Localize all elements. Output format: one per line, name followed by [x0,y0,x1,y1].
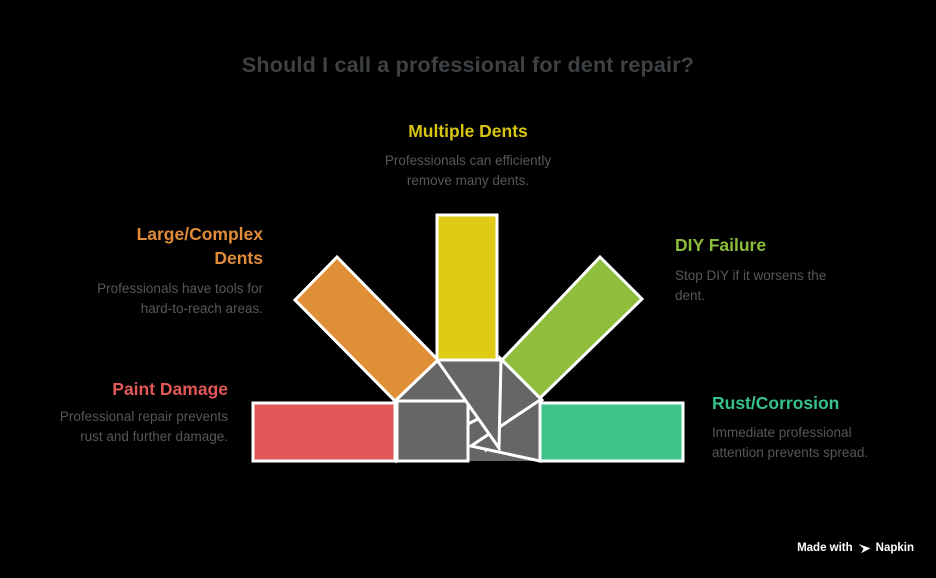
watermark-brand-label: Napkin [875,542,914,554]
watermark-made-with-label: Made with [797,542,853,554]
heading-paint-damage: Paint Damage [112,379,228,399]
page-title: Should I call a professional for dent re… [241,53,695,77]
heading-multiple-dents: Multiple Dents [408,121,528,141]
heading-rust-corrosion: Rust/Corrosion [712,393,840,413]
description-diy-failure: Stop DIY if it worsens the dent. [675,268,827,303]
description-large-complex-dents: Professionals have tools for hard-to-rea… [97,281,263,316]
arrow-tail-large-complex [292,254,441,404]
napkin-logo-icon [858,543,871,554]
arrow-tail-diy-failure [499,254,645,401]
description-paint-damage: Professional repair prevents rust and fu… [59,409,228,444]
description-multiple-dents: Professionals can efficiently remove man… [384,153,552,188]
arrow-tail-paint-damage [251,401,397,463]
heading-diy-failure: DIY Failure [675,235,767,255]
arrow-tail-multiple-dents [435,213,499,362]
napkin-watermark[interactable]: Made with Napkin [797,542,914,554]
description-rust-corrosion: Immediate professional attention prevent… [712,425,869,460]
center-gray-square [395,399,470,463]
heading-large-complex-dents: Large/Complex Dents [136,224,263,268]
arrow-tail-rust-corrosion [538,401,685,463]
